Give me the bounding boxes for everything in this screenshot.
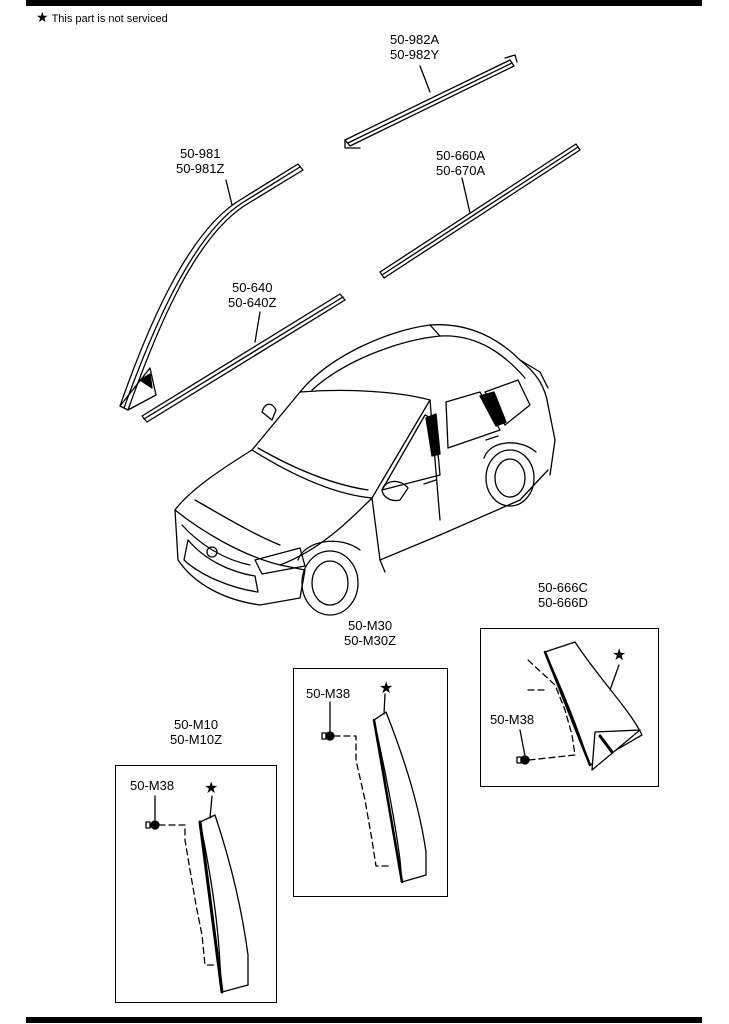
garnish-m10-part xyxy=(145,795,249,994)
star-icon: ★ xyxy=(204,780,219,797)
label-50-M38-a: 50-M38 xyxy=(306,686,351,701)
bottom-border xyxy=(26,1017,702,1023)
box-50-M30 xyxy=(293,668,448,897)
garnish-666-part xyxy=(516,641,643,771)
roof-molding-part xyxy=(344,54,518,149)
front-belt-molding-part xyxy=(141,293,346,423)
label-50-M38-b: 50-M38 xyxy=(490,712,535,727)
box-50-666 xyxy=(480,628,659,787)
garnish-m30-part xyxy=(321,693,427,884)
legend-text: This part is not serviced xyxy=(51,13,168,25)
rear-belt-molding-part xyxy=(379,143,581,279)
top-border xyxy=(26,0,702,6)
star-icon: ★ xyxy=(379,680,394,697)
star-icon: ★ xyxy=(36,9,49,25)
legend-note: ★This part is not serviced xyxy=(36,10,168,26)
box-50-M10 xyxy=(115,765,277,1003)
pillar-molding-part xyxy=(119,163,304,411)
star-icon: ★ xyxy=(612,647,627,664)
car-outline xyxy=(174,324,556,616)
label-50-M38-c: 50-M38 xyxy=(130,778,175,793)
